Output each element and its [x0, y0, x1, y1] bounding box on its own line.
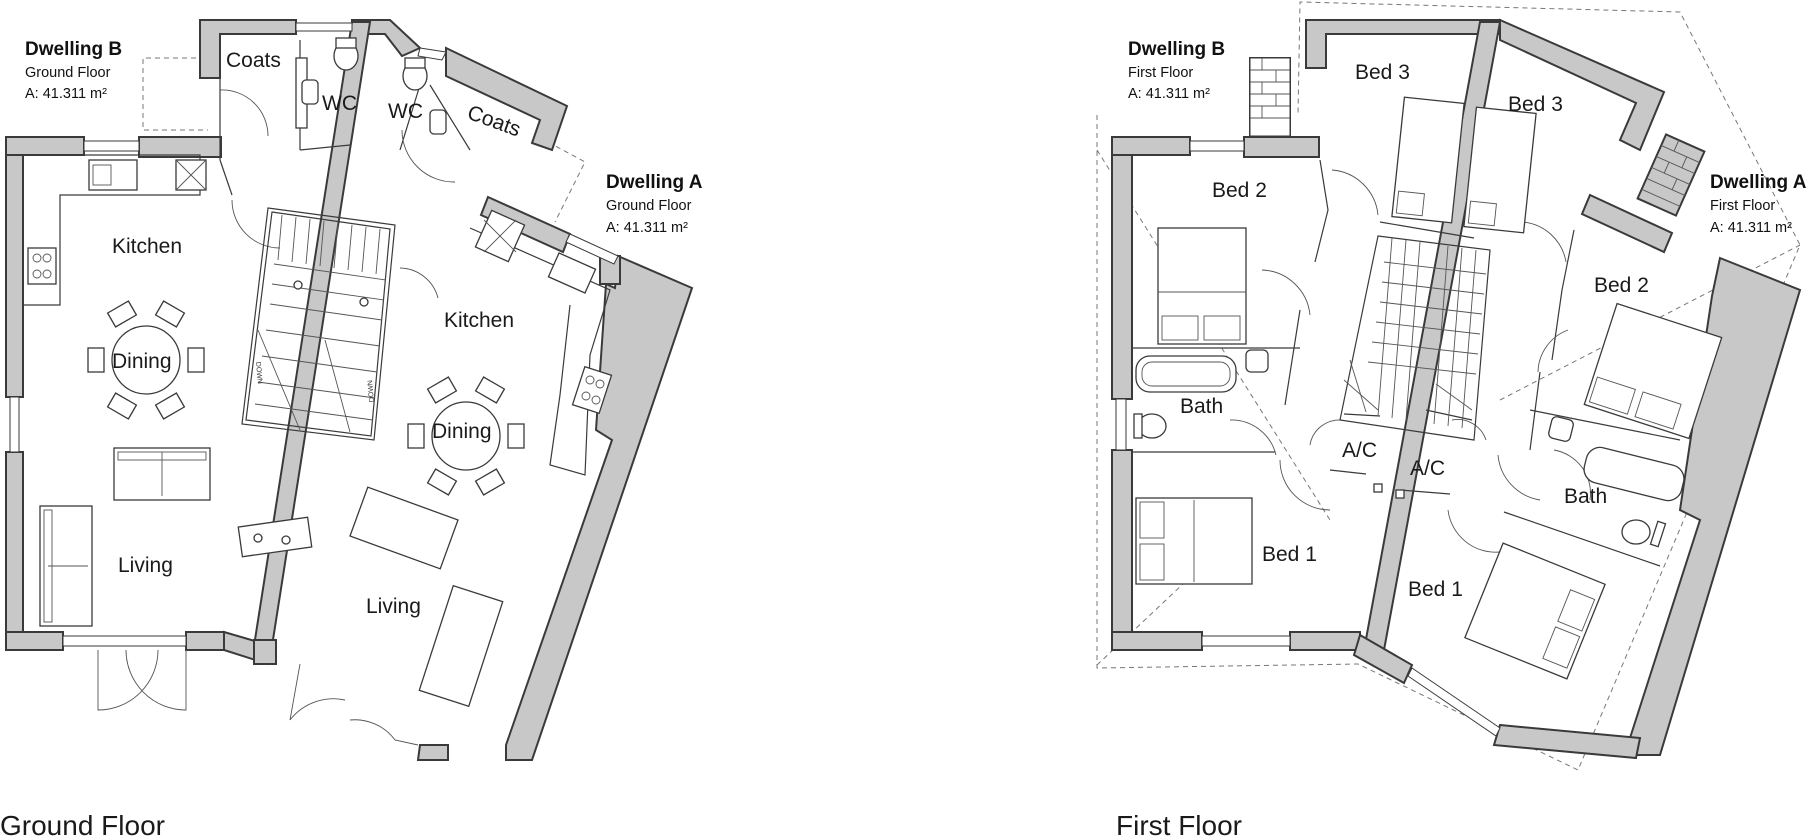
dwelling-a-first-area: A: 41.311 m² [1710, 220, 1792, 236]
room-b-ac: A/C [1342, 439, 1377, 462]
ground-floor-labels: Dwelling B Ground Floor A: 41.311 m² Dwe… [0, 39, 703, 838]
door-swings-first [1229, 169, 1591, 553]
dwelling-a-first-title: Dwelling A [1710, 172, 1807, 193]
staircase-first [1339, 235, 1491, 499]
room-a-bed3: Bed 3 [1508, 93, 1563, 116]
room-b-coats: Coats [226, 49, 281, 72]
door-swings-ground [97, 89, 456, 746]
dwelling-a-first-floor: First Floor [1710, 198, 1775, 214]
bath-a-fittings [1548, 416, 1685, 548]
chimney-b [1249, 57, 1291, 137]
bath-b-fittings [1133, 349, 1269, 439]
walls-dwelling-a-ground [223, 195, 694, 761]
staircase-ground: DOWN DOWN [241, 207, 396, 441]
dwelling-a-ground-floor: Ground Floor [606, 198, 692, 214]
dining-table-a [407, 376, 525, 496]
stair-down-label-a: DOWN [367, 380, 376, 403]
dwelling-a-ground-title: Dwelling A [606, 172, 703, 193]
ground-floor-title: Ground Floor [0, 810, 165, 838]
first-floor-title: First Floor [1116, 810, 1242, 838]
room-a-kitchen: Kitchen [444, 309, 514, 332]
room-a-dining: Dining [432, 420, 492, 443]
wc-b-fittings [295, 37, 359, 129]
room-b-dining: Dining [112, 350, 172, 373]
kitchen-b-fittings [23, 154, 207, 306]
room-b-bed1: Bed 1 [1262, 543, 1317, 566]
dwelling-b-ground-area: A: 41.311 m² [25, 86, 107, 102]
wc-a-fittings [402, 57, 447, 135]
room-b-bed2: Bed 2 [1212, 179, 1267, 202]
beds-first [1135, 96, 1723, 680]
windows-first [1115, 140, 1501, 737]
room-a-bath: Bath [1564, 485, 1607, 508]
dwelling-b-ground-floor: Ground Floor [25, 65, 111, 81]
room-b-kitchen: Kitchen [112, 235, 182, 258]
windows-ground [9, 22, 619, 647]
partitions-first [1132, 159, 1681, 567]
dwelling-b-ground-title: Dwelling B [25, 39, 122, 60]
porch-outline-b [142, 57, 208, 131]
dwelling-b-first-floor: First Floor [1128, 65, 1193, 81]
stair-down-label-b: DOWN [254, 362, 263, 385]
dwelling-b-first-title: Dwelling B [1128, 39, 1225, 60]
first-floor-plan: Dwelling B First Floor A: 41.311 m² Dwel… [1096, 1, 1807, 838]
dwelling-a-ground-area: A: 41.311 m² [606, 220, 688, 236]
room-a-living: Living [366, 595, 421, 618]
room-b-bed3: Bed 3 [1355, 61, 1410, 84]
walls-dwelling-b-first [1111, 19, 1501, 651]
chimney-a [1641, 139, 1700, 207]
room-b-wc: WC [322, 92, 357, 115]
room-a-ac: A/C [1410, 457, 1445, 480]
porch-outline-a [547, 141, 586, 223]
room-b-bath: Bath [1180, 395, 1223, 418]
room-a-bed2: Bed 2 [1594, 274, 1649, 297]
first-floor-labels: Dwelling B First Floor A: 41.311 m² Dwel… [1116, 39, 1807, 838]
dining-table-b [87, 300, 205, 420]
kitchen-a-fittings [469, 209, 613, 476]
room-a-bed1: Bed 1 [1408, 578, 1463, 601]
room-b-living: Living [118, 554, 173, 577]
ground-floor-plan: DOWN DOWN [0, 19, 703, 838]
walls-dwelling-b-ground [5, 19, 569, 651]
living-a-furniture [349, 486, 504, 708]
walls-dwelling-a-first [1352, 18, 1802, 760]
living-b-furniture [39, 447, 313, 627]
room-a-wc: WC [388, 100, 423, 123]
dwelling-b-first-area: A: 41.311 m² [1128, 86, 1210, 102]
